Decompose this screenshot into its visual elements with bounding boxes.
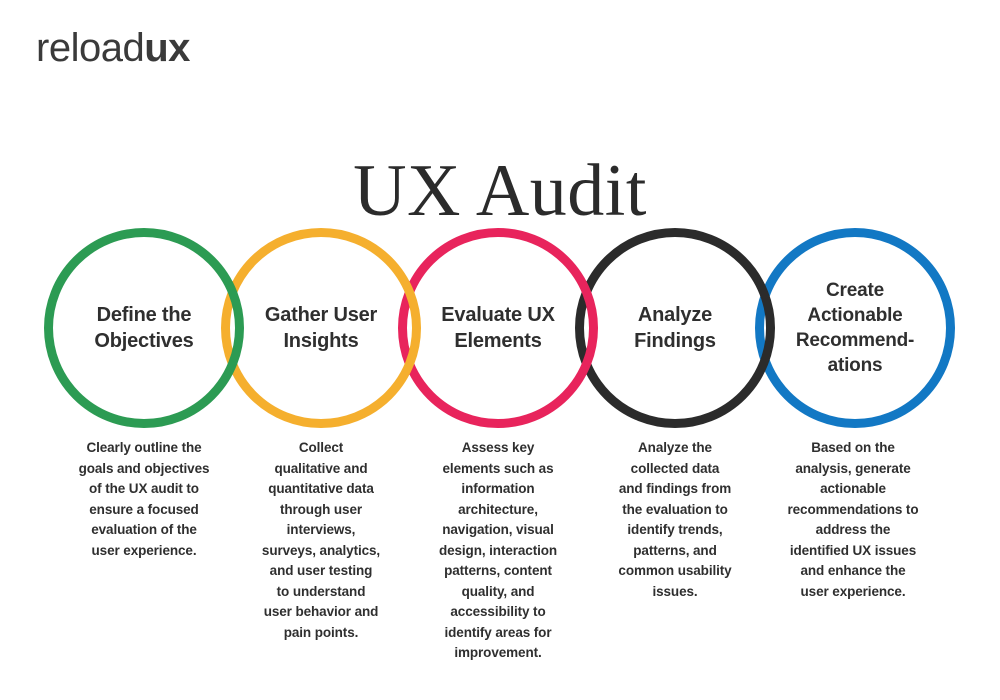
step-1-description: Clearly outline the goals and objectives… — [78, 440, 210, 558]
process-step-4: Analyze Findings — [575, 228, 775, 428]
step-1-ring — [44, 228, 244, 428]
process-step-3: Evaluate UX Elements — [398, 228, 598, 428]
brand-logo-light-part: reload — [36, 26, 145, 70]
step-4-label: Analyze Findings — [634, 304, 716, 352]
step-5-label: Create Actionable Recommend- ations — [795, 279, 915, 377]
step-5-description: Based on the analysis, generate actionab… — [787, 440, 919, 599]
step-3-description: Assess key elements such as information … — [438, 440, 558, 661]
page-title: UX Audit — [353, 149, 647, 232]
process-step-5: Create Actionable Recommend- ations — [755, 228, 955, 428]
step-4-description: Analyze the collected data and findings … — [618, 440, 732, 599]
step-2-label: Gather User Insights — [264, 304, 378, 352]
step-1-label: Define the Objectives — [94, 304, 194, 352]
brand-logo-bold-part: ux — [144, 26, 190, 70]
process-step-2: Gather User Insights — [221, 228, 421, 428]
process-step-1: Define the Objectives — [44, 228, 244, 428]
step-2-description: Collect qualitative and quantitative dat… — [261, 440, 381, 640]
step-3-label: Evaluate UX Elements — [441, 304, 555, 352]
brand-logo: reloadux — [36, 28, 190, 68]
